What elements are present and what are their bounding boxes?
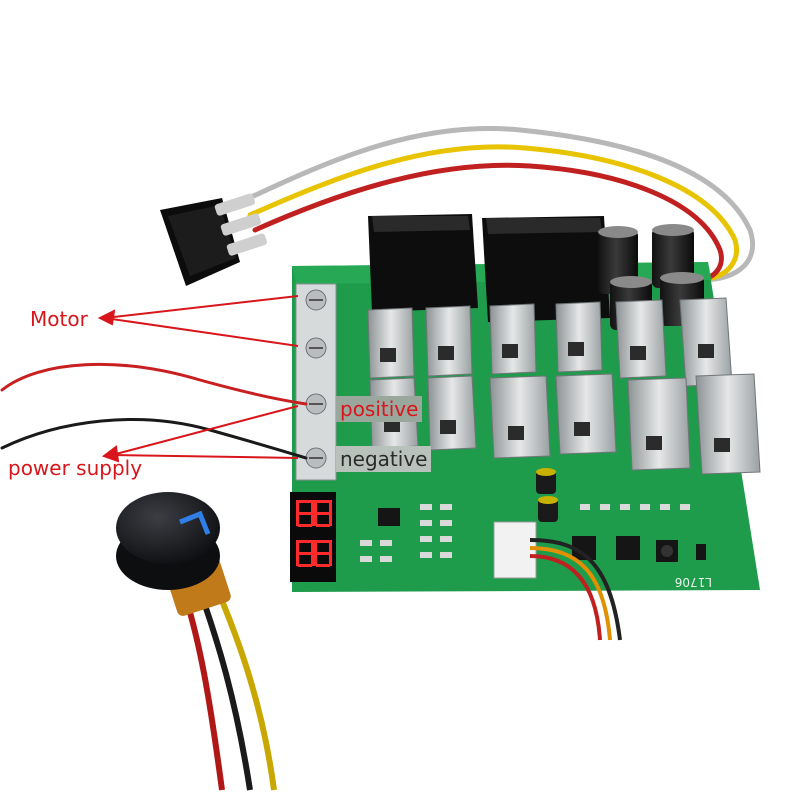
switch-wires	[242, 125, 755, 283]
relays	[368, 214, 610, 322]
smd-components	[360, 504, 706, 562]
seven-segment-display	[290, 492, 336, 582]
input-wires	[0, 362, 308, 460]
terminal-block	[295, 283, 337, 481]
connector-cable	[493, 521, 622, 641]
positive-label: positive	[336, 396, 423, 422]
rocker-switch	[160, 193, 267, 286]
board-marking: L1706	[675, 575, 712, 589]
power-supply-label: power supply	[8, 456, 143, 480]
small-capacitors	[536, 468, 558, 522]
motor-label: Motor	[30, 307, 88, 331]
potentiometer	[116, 492, 277, 791]
annotation-arrows	[97, 295, 299, 463]
heatsinks	[367, 297, 761, 475]
negative-label: negative	[336, 446, 432, 472]
